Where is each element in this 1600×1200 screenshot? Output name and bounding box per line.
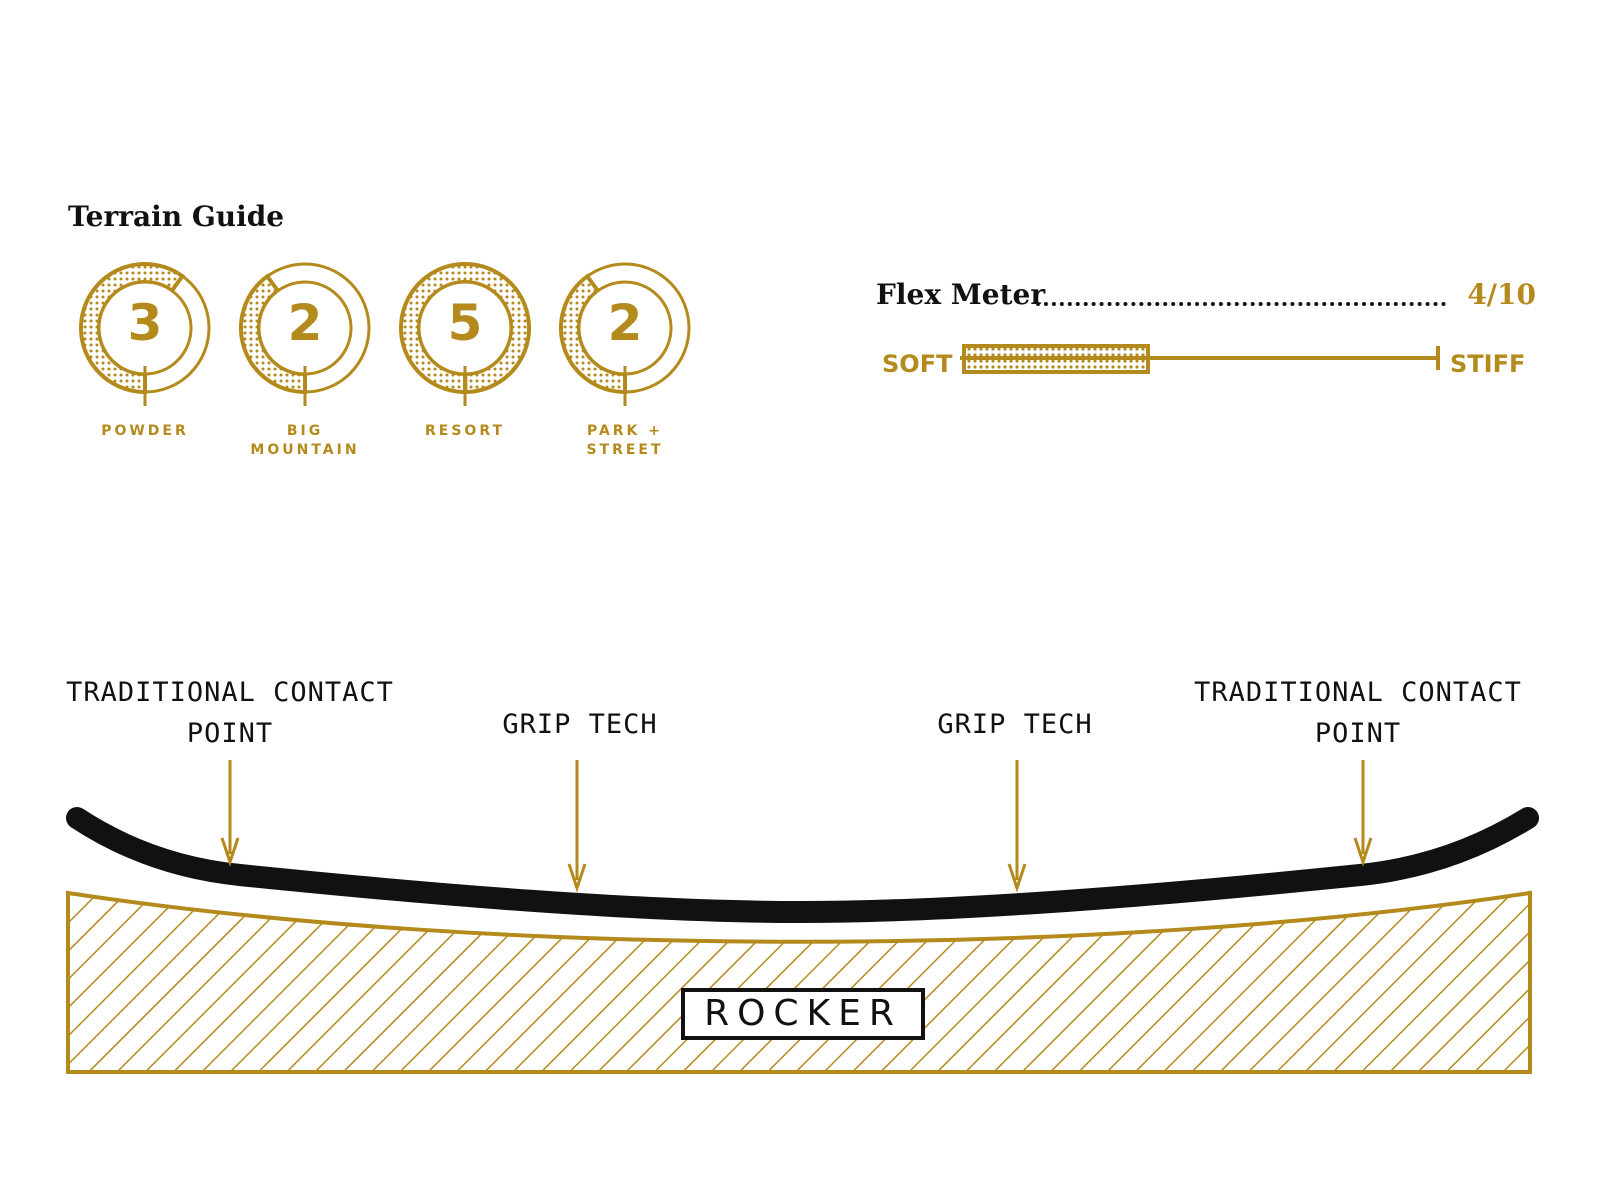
dial-ring-icon (399, 262, 532, 406)
dotted-leader (1036, 302, 1446, 306)
flex-meter-bar (960, 344, 1440, 374)
callout-traditional-contact-right: TRADITIONAL CONTACT POINT (1194, 677, 1522, 749)
dial-label: PARK + STREET (586, 423, 664, 458)
arrow-traditional-left (220, 760, 240, 867)
terrain-dials: 3 POWDER 2 BIG MOUNTAIN 5 RESORT 2 PARK … (60, 258, 700, 458)
rocker-badge: ROCKER (681, 988, 925, 1040)
dial-powder: 3 POWDER (70, 258, 220, 458)
flex-meter-header: Flex Meter 4/10 (876, 276, 1536, 316)
dial-park-street: 2 PARK + STREET (550, 258, 700, 458)
dial-ring-icon (559, 262, 691, 406)
dial-rating: 2 (287, 294, 323, 352)
callout-grip-tech-right: GRIP TECH (937, 709, 1093, 740)
snowboard-profile (66, 807, 1539, 924)
dial-ring-icon (79, 262, 211, 406)
board-profile-diagram (66, 760, 1539, 1074)
dial-rating: 3 (127, 294, 163, 352)
dial-label: RESORT (424, 423, 506, 439)
terrain-guide-title: Terrain Guide (68, 200, 285, 233)
dial-rating: 2 (607, 294, 643, 352)
dial-label: BIG MOUNTAIN (250, 423, 360, 458)
flex-meter-score: 4/10 (1467, 278, 1536, 311)
callout-traditional-contact-left: TRADITIONAL CONTACT POINT (66, 677, 394, 749)
rocker-ground-hatch (66, 890, 1532, 1074)
dial-ring-icon (239, 262, 371, 406)
arrow-grip-tech-right (1007, 760, 1027, 893)
callout-grip-tech-left: GRIP TECH (502, 709, 658, 740)
arrow-traditional-right (1353, 760, 1373, 867)
dial-label: POWDER (101, 423, 189, 439)
dial-rating: 5 (447, 294, 483, 352)
flex-soft-label: SOFT (882, 350, 953, 378)
flex-fill (962, 344, 1150, 374)
arrow-grip-tech-left (567, 760, 587, 893)
dial-big-mountain: 2 BIG MOUNTAIN (230, 258, 380, 458)
dial-resort: 5 RESORT (390, 258, 540, 458)
flex-meter-title: Flex Meter (876, 278, 1046, 311)
flex-stiff-label: STIFF (1450, 350, 1526, 378)
